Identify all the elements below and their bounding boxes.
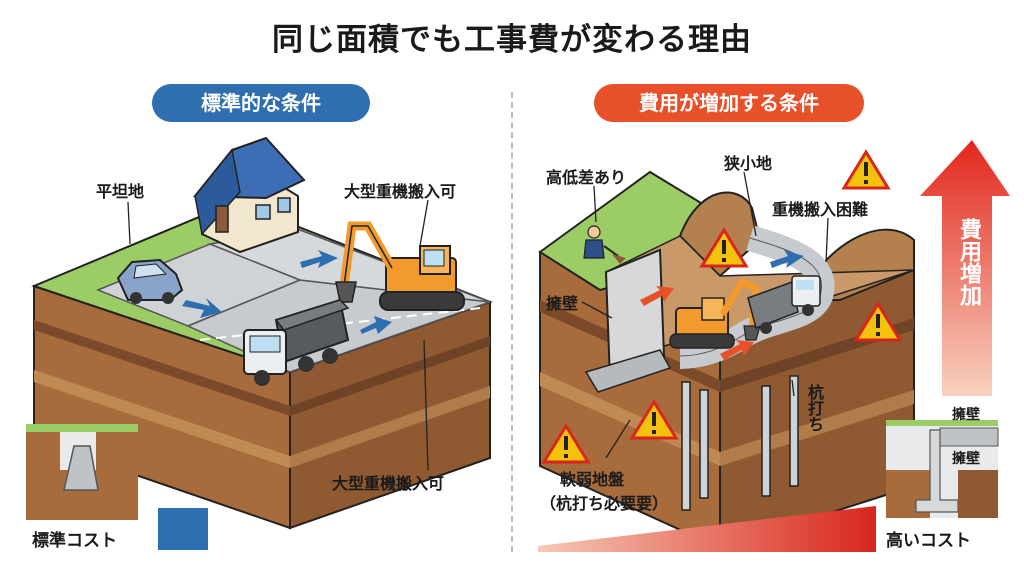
retaining-wall-label: 擁壁 (546, 290, 578, 314)
standard-cost-label: 標準コスト (32, 526, 117, 551)
high-cost-label: 高いコスト (886, 526, 971, 551)
soft-ground-label: 軟弱地盤 (560, 466, 624, 490)
height-difference-label: 高低差あり (546, 164, 626, 188)
warning-icon (844, 152, 888, 188)
narrow-site-label: 狭小地 (724, 150, 772, 174)
heavy-machinery-label-top: 大型重機搬入可 (344, 178, 456, 202)
soft-ground-note: （杭打ち必要要） (540, 490, 668, 514)
cost-increase-label: 費用増加 (952, 218, 984, 306)
standard-cost-swatch (158, 508, 208, 550)
pile-driving-label: 杭打ち (802, 384, 826, 432)
wall-legend-label-a: 擁壁 (952, 404, 980, 424)
house-icon (195, 138, 304, 252)
flat-land-label: 平坦地 (96, 178, 144, 202)
wall-legend-label-b: 擁壁 (952, 448, 980, 468)
high-cost-legend (886, 420, 998, 518)
access-difficult-label: 重機搬入困難 (772, 196, 868, 220)
heavy-machinery-label-bottom: 大型重機搬入可 (332, 470, 444, 494)
